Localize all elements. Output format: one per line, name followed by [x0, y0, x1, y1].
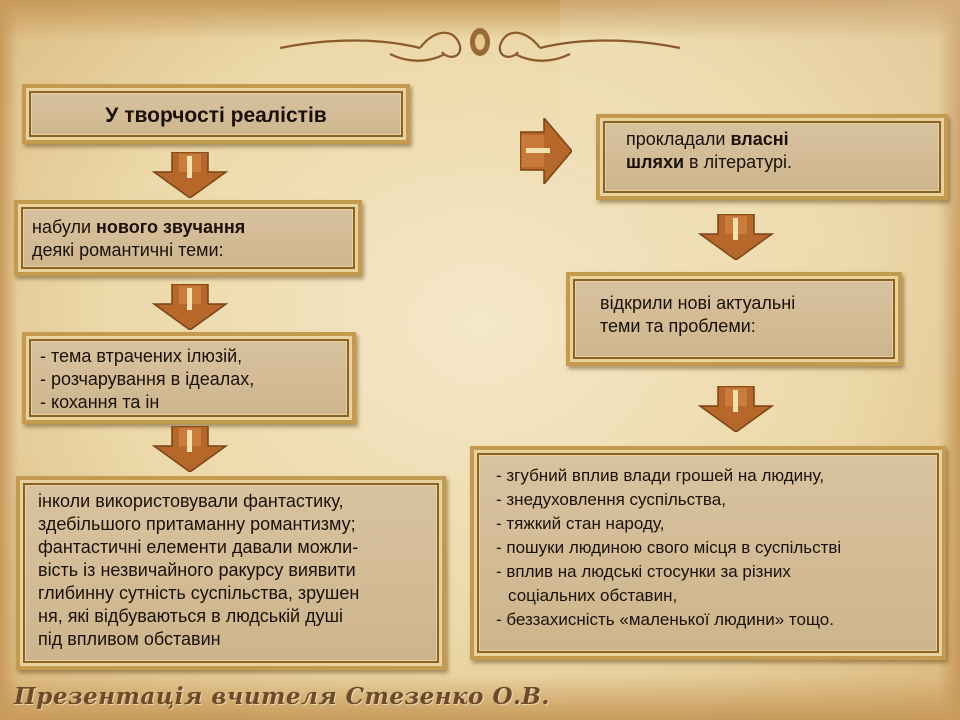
list-item: - згубний вплив влади грошей на людину, — [496, 466, 825, 485]
right-box-3: - згубний вплив влади грошей на людину, … — [470, 446, 946, 660]
right-box-2: відкрили нові актуальні теми та проблеми… — [566, 272, 902, 366]
arrow-down-icon — [698, 214, 774, 260]
list-item: - тяжкий стан народу, — [496, 514, 665, 533]
list-item: соціальних обставин, — [508, 586, 678, 605]
arrow-down-icon — [152, 152, 228, 198]
frame-bottom — [0, 676, 960, 720]
list-item: - пошуки людиною свого місця в суспільст… — [496, 538, 842, 557]
ornament-icon — [279, 28, 681, 62]
left-box-1: набули нового звучання деякі романтичні … — [14, 200, 362, 276]
list-item: - вплив на людські стосунки за різних — [496, 562, 791, 581]
left-box-2: - тема втрачених ілюзій, - розчарування … — [22, 332, 356, 424]
footer-credit: Презентація вчителя Стезенко О.В. — [14, 683, 550, 710]
arrow-down-icon — [698, 386, 774, 432]
list-item: - розчарування в ідеалах, — [40, 369, 255, 389]
right-box-1: прокладали власні шляхи в літературі. — [596, 114, 948, 200]
title-box: У творчості реалістів — [22, 84, 410, 144]
frame-left — [0, 0, 18, 720]
arrow-down-icon — [152, 284, 228, 330]
list-item: - кохання та ін — [40, 392, 160, 412]
list-item: - беззахисність «маленької людини» тощо. — [496, 610, 834, 629]
arrow-right-icon — [520, 118, 572, 184]
arrow-down-icon — [152, 426, 228, 472]
list-item: - знедуховлення суспільства, — [496, 490, 726, 509]
diagram-title: У творчості реалістів — [105, 104, 327, 127]
left-box-3: інколи використовували фантастику, здебі… — [16, 476, 446, 670]
list-item: - тема втрачених ілюзій, — [40, 346, 243, 366]
